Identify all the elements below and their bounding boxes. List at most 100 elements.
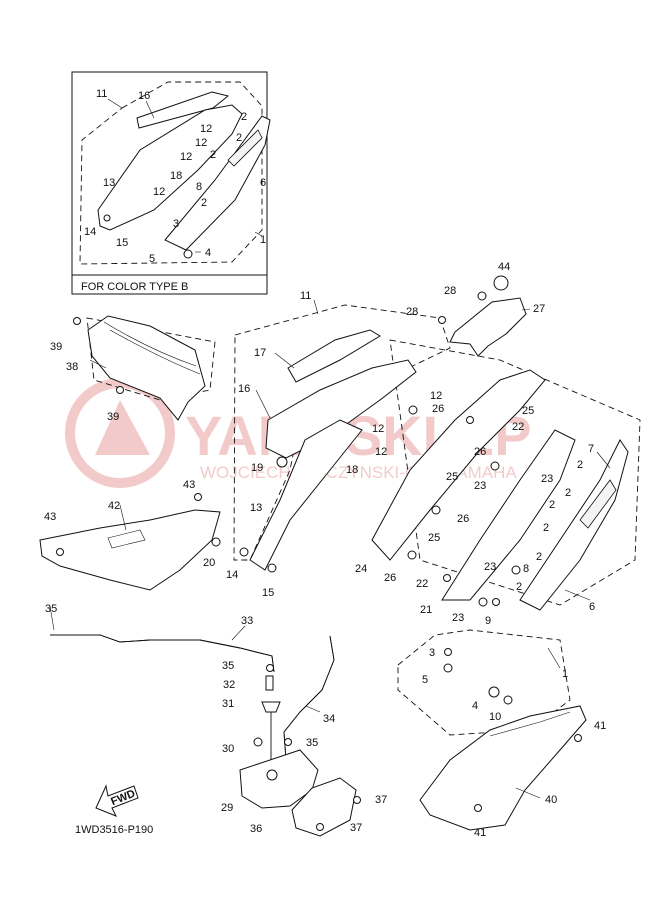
bolt-14 bbox=[239, 547, 249, 557]
callout-15: 15 bbox=[262, 587, 274, 599]
callout-3: 3 bbox=[429, 647, 435, 659]
callout-26b: 26 bbox=[474, 446, 486, 458]
lower-cover-40-detail bbox=[489, 711, 571, 737]
callout-22a: 22 bbox=[512, 421, 524, 433]
callout-i12d: 12 bbox=[153, 186, 165, 198]
callout-28b: 28 bbox=[406, 306, 418, 318]
callout-i3: 3 bbox=[173, 218, 179, 230]
watermark-logo-ring bbox=[65, 378, 175, 488]
callout-i12a: 12 bbox=[200, 123, 212, 135]
leader-42 bbox=[119, 504, 127, 531]
group-outline-7 bbox=[389, 339, 641, 606]
callout-2e: 2 bbox=[536, 551, 542, 563]
callout-44: 44 bbox=[498, 261, 510, 273]
callout-18: 18 bbox=[346, 464, 358, 476]
callout-26d: 26 bbox=[384, 572, 396, 584]
screw-9 bbox=[492, 598, 500, 606]
callout-20: 20 bbox=[203, 557, 215, 569]
callout-34: 34 bbox=[323, 713, 335, 725]
inset-bolt-4 bbox=[183, 249, 193, 259]
front-cover-42 bbox=[39, 509, 221, 591]
washer-10 bbox=[503, 695, 513, 705]
leader-16 bbox=[255, 389, 271, 419]
callout-25a: 25 bbox=[522, 405, 534, 417]
side-panel-6-vents bbox=[579, 479, 617, 529]
callout-i18: 18 bbox=[170, 170, 182, 182]
nut-23a bbox=[490, 461, 500, 471]
inset-panel-vents bbox=[227, 129, 263, 167]
group-outline-1 bbox=[397, 629, 571, 736]
leader-40 bbox=[515, 787, 541, 799]
inset-bolt-14 bbox=[103, 214, 111, 222]
tank-29 bbox=[239, 749, 319, 809]
leader-34 bbox=[305, 705, 321, 713]
callout-43a: 43 bbox=[183, 479, 195, 491]
callout-2a: 2 bbox=[577, 459, 583, 471]
tank-29-port bbox=[266, 769, 278, 781]
leader-27 bbox=[521, 308, 531, 311]
callout-17: 17 bbox=[254, 347, 266, 359]
nut-22a bbox=[466, 416, 474, 424]
callout-i5: 5 bbox=[149, 253, 155, 265]
leader-17 bbox=[274, 352, 295, 369]
stripe-17 bbox=[287, 329, 381, 383]
callout-23c: 23 bbox=[484, 561, 496, 573]
callout-i16: 16 bbox=[138, 90, 150, 102]
callout-6: 6 bbox=[589, 601, 595, 613]
callout-26c: 26 bbox=[457, 513, 469, 525]
inset-group-11 bbox=[79, 81, 263, 265]
callout-24: 24 bbox=[355, 563, 367, 575]
callout-i1: 1 bbox=[260, 234, 266, 246]
group-outline-11 bbox=[233, 304, 451, 561]
callout-12b: 12 bbox=[372, 423, 384, 435]
screw-37a bbox=[353, 796, 361, 804]
screw-43a bbox=[194, 493, 202, 501]
bolt-4 bbox=[488, 686, 500, 698]
callout-40: 40 bbox=[545, 794, 557, 806]
callout-43b: 43 bbox=[44, 511, 56, 523]
inset-leader-c bbox=[254, 231, 263, 237]
bolt-20 bbox=[211, 537, 221, 547]
callout-i2b: 2 bbox=[236, 132, 242, 144]
callout-38: 38 bbox=[66, 361, 78, 373]
inner-cover-24 bbox=[371, 369, 546, 561]
leader-11 bbox=[313, 299, 319, 315]
callout-i4: 4 bbox=[205, 247, 211, 259]
hose-33-inner bbox=[50, 634, 275, 673]
side-frame-12 bbox=[249, 419, 363, 571]
nut-23c bbox=[478, 597, 488, 607]
clip-35b bbox=[284, 738, 292, 746]
screw-43b bbox=[56, 548, 64, 556]
inset-caption: FOR COLOR TYPE B bbox=[81, 281, 188, 293]
callout-i15: 15 bbox=[116, 237, 128, 249]
nut-23b bbox=[511, 565, 521, 575]
inset-side-cover bbox=[97, 104, 243, 231]
screw-39b bbox=[116, 386, 124, 394]
callout-39a: 39 bbox=[50, 341, 62, 353]
inset-leader-a bbox=[107, 98, 123, 109]
tail-bracket-27 bbox=[449, 297, 527, 357]
nut-26b bbox=[431, 505, 441, 515]
inner-panel-21 bbox=[441, 429, 576, 601]
cap-31 bbox=[261, 701, 281, 713]
callout-22b: 22 bbox=[416, 578, 428, 590]
leader-7 bbox=[596, 451, 611, 469]
callout-13: 13 bbox=[250, 502, 262, 514]
callout-37b: 37 bbox=[350, 822, 362, 834]
leader-lines bbox=[89, 299, 611, 799]
callout-9: 9 bbox=[485, 615, 491, 627]
screw-39a bbox=[73, 317, 81, 325]
leader-6 bbox=[564, 589, 591, 601]
screw-41b bbox=[474, 804, 482, 812]
lower-cover-40 bbox=[419, 705, 587, 831]
hose-34-inner bbox=[283, 635, 335, 761]
callout-31: 31 bbox=[222, 698, 234, 710]
side-panel-6 bbox=[519, 439, 629, 611]
callout-35c: 35 bbox=[306, 737, 318, 749]
inset-color-type-b: FOR COLOR TYPE B bbox=[71, 71, 271, 295]
screw-41a bbox=[574, 734, 582, 742]
clip-35a bbox=[266, 664, 274, 672]
callout-i11: 11 bbox=[96, 88, 107, 100]
callout-25b: 25 bbox=[446, 471, 458, 483]
